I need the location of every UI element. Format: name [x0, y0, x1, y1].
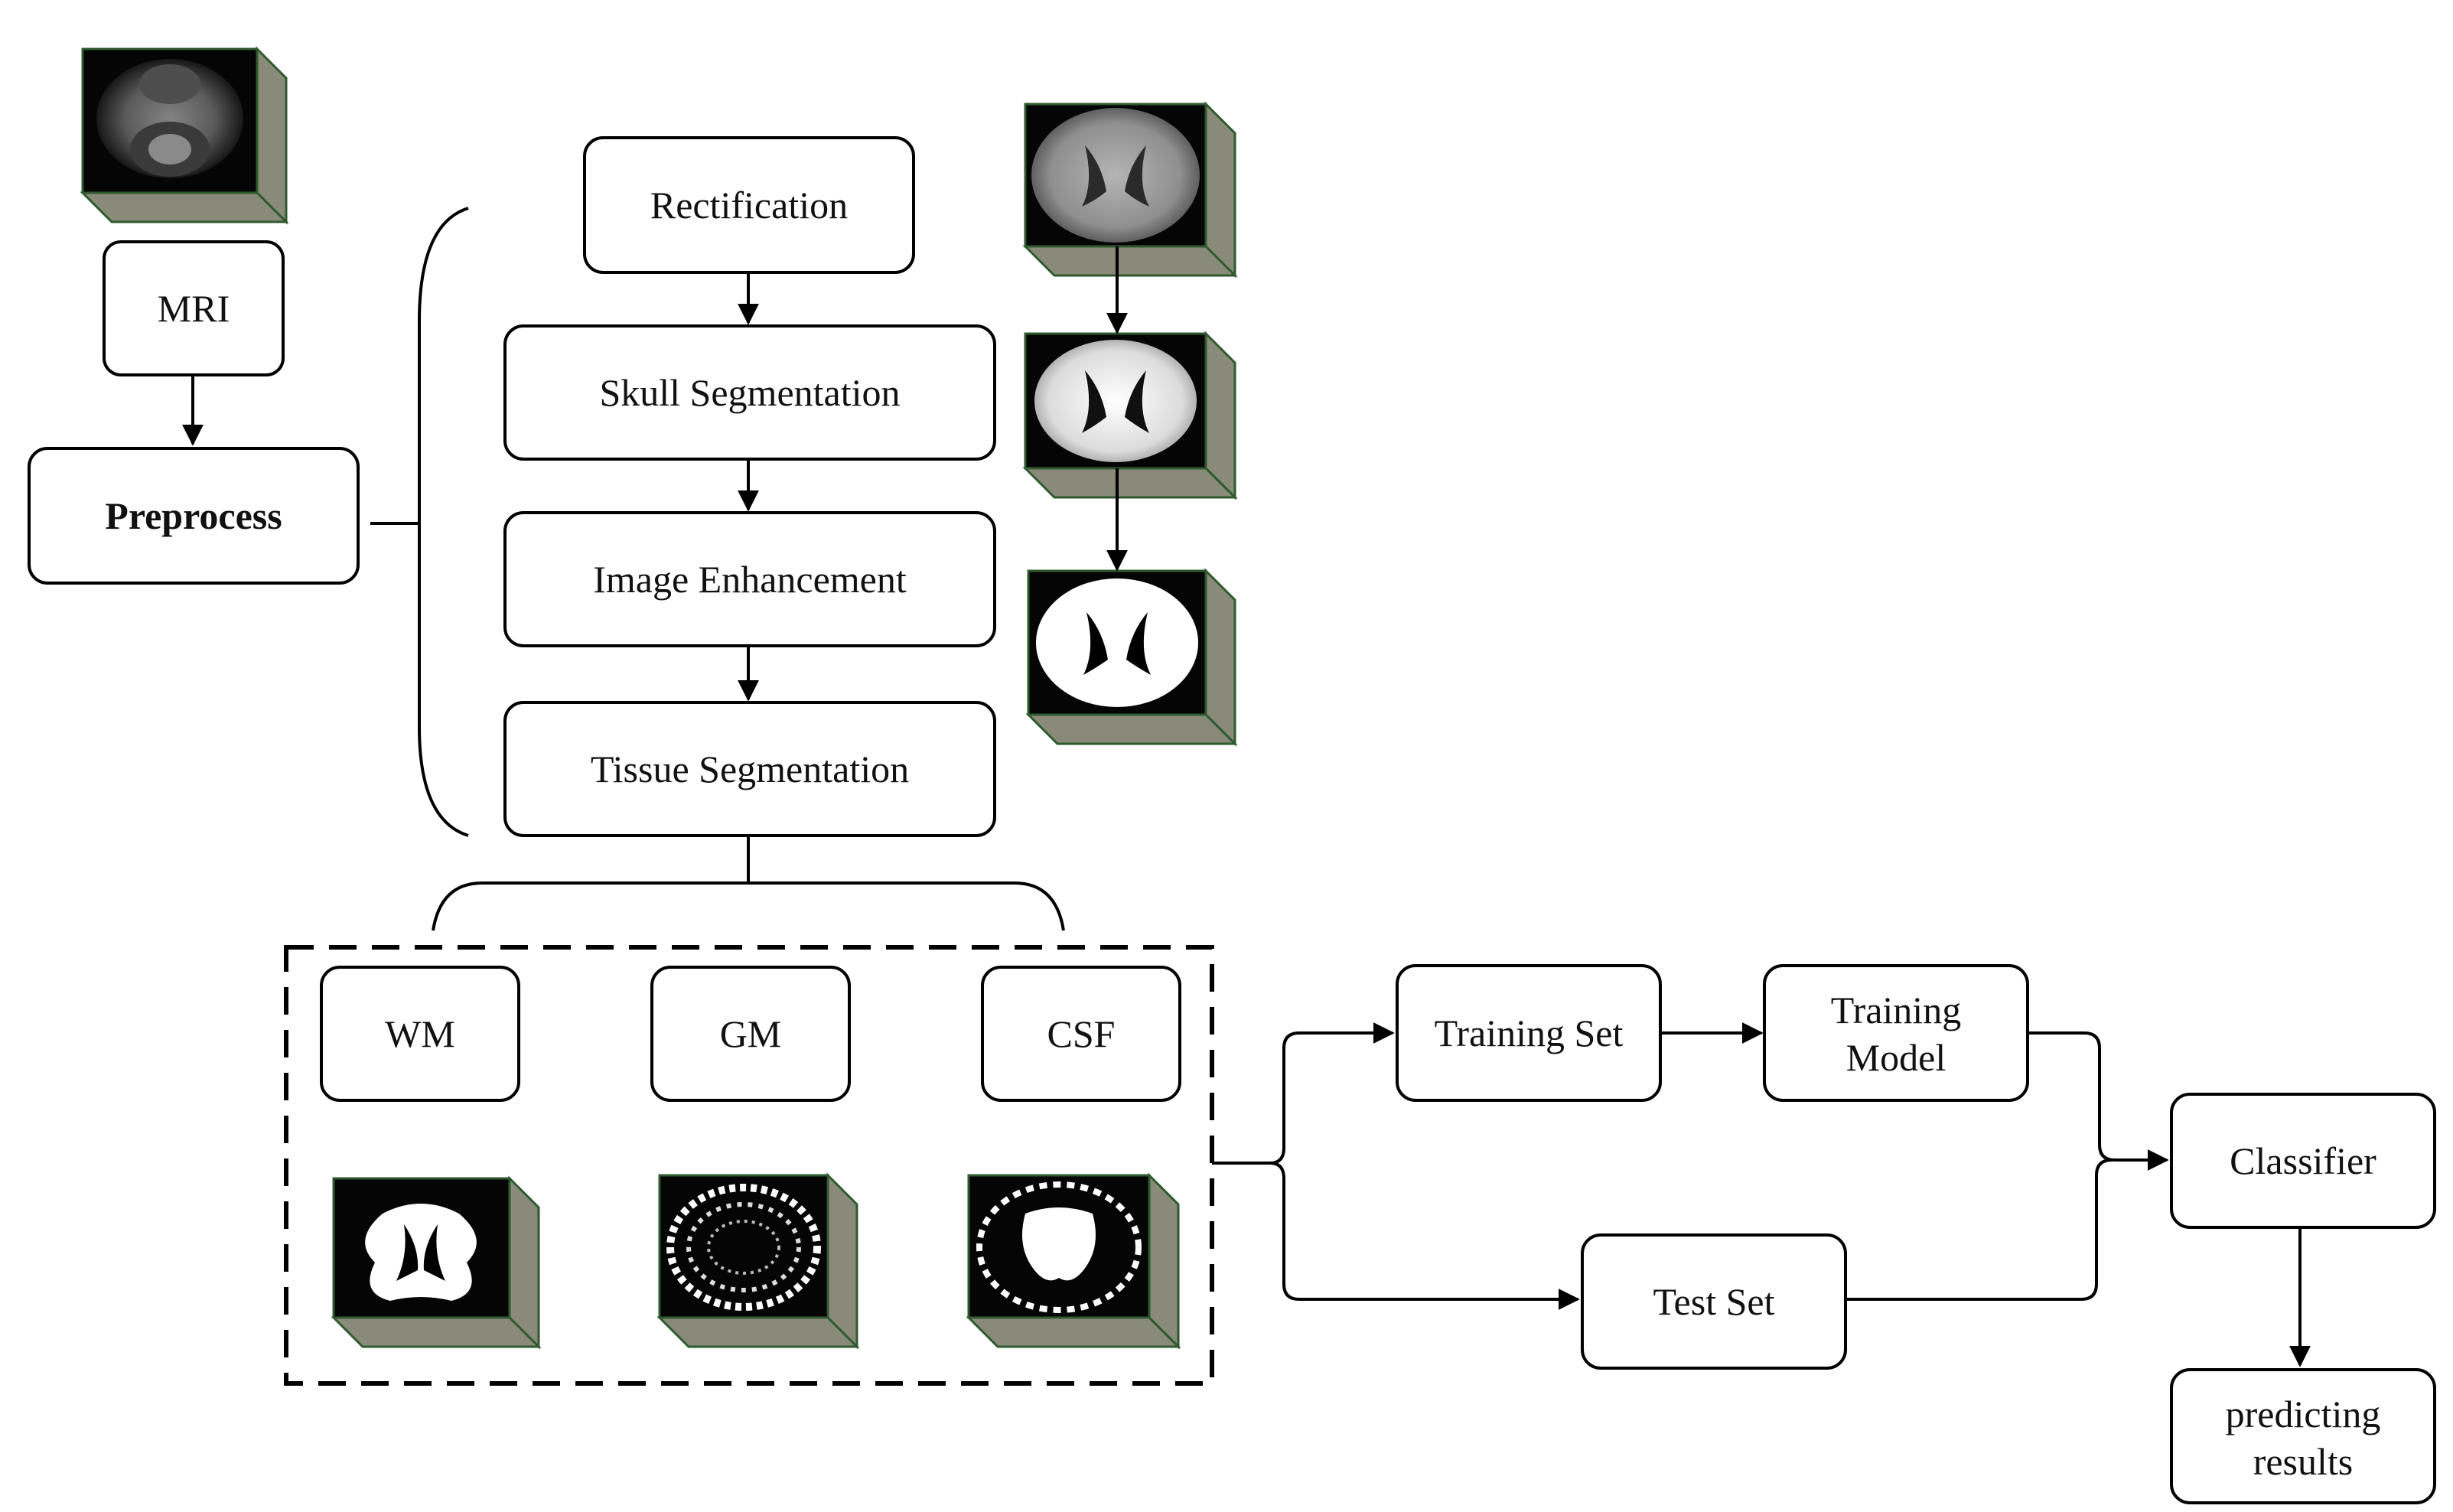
- rectification-box: Rectification: [583, 136, 915, 274]
- mri-box: MRI: [103, 240, 285, 376]
- training-model-label-line2: Model: [1846, 1036, 1946, 1079]
- preprocess-bracket: [418, 207, 469, 837]
- gm-box: GM: [650, 966, 851, 1102]
- mri-scan-image: [80, 46, 289, 225]
- wm-map-image: [331, 1175, 542, 1350]
- predicting-results-box: predicting results: [2170, 1368, 2436, 1504]
- wm-label: WM: [385, 1012, 455, 1055]
- training-set-label: Training Set: [1435, 1012, 1624, 1054]
- skull-segmentation-box: Skull Segmentation: [503, 324, 996, 461]
- tissue-maps-group: [284, 945, 1214, 1386]
- rectification-label: Rectification: [650, 184, 848, 226]
- classifier-label: Classifier: [2230, 1139, 2376, 1182]
- wm-box: WM: [320, 966, 520, 1102]
- predicting-results-label-line1: predicting: [2226, 1393, 2381, 1435]
- preprocess-label: Preprocess: [105, 494, 282, 537]
- tissue-segmentation-label: Tissue Segmentation: [591, 748, 909, 790]
- image-enhancement-label: Image Enhancement: [593, 558, 907, 601]
- training-model-label-line1: Training: [1831, 989, 1961, 1031]
- tissue-split-brace: [432, 837, 1065, 931]
- gm-label: GM: [720, 1012, 782, 1055]
- image-enhancement-box: Image Enhancement: [503, 511, 996, 647]
- csf-box: CSF: [981, 966, 1181, 1102]
- predicting-results-label-line2: results: [2253, 1440, 2354, 1483]
- mri-label: MRI: [158, 287, 230, 330]
- arrow-test-set-to-classifier: [1841, 1158, 2113, 1301]
- tissue-segmentation-box: Tissue Segmentation: [503, 701, 996, 837]
- test-set-label: Test Set: [1653, 1280, 1775, 1323]
- csf-map-image: [966, 1172, 1181, 1350]
- rectified-slice-image: [1022, 101, 1238, 279]
- training-set-box: Training Set: [1396, 964, 1662, 1102]
- classifier-box: Classifier: [2170, 1093, 2436, 1229]
- csf-label: CSF: [1047, 1012, 1116, 1055]
- arrow-group-to-test-set: [1269, 1162, 1580, 1310]
- test-set-box: Test Set: [1581, 1233, 1847, 1370]
- preprocess-box: Preprocess: [28, 447, 360, 585]
- enhanced-slice-image: [1025, 568, 1238, 747]
- skull-segmentation-label: Skull Segmentation: [599, 371, 900, 414]
- training-model-box: Training Model: [1763, 964, 2029, 1102]
- arrow-model-to-classifier: [2025, 1031, 2169, 1171]
- gm-map-image: [656, 1172, 860, 1350]
- skull-stripped-slice-image: [1022, 331, 1238, 500]
- arrow-group-to-training-set: [1212, 1022, 1395, 1165]
